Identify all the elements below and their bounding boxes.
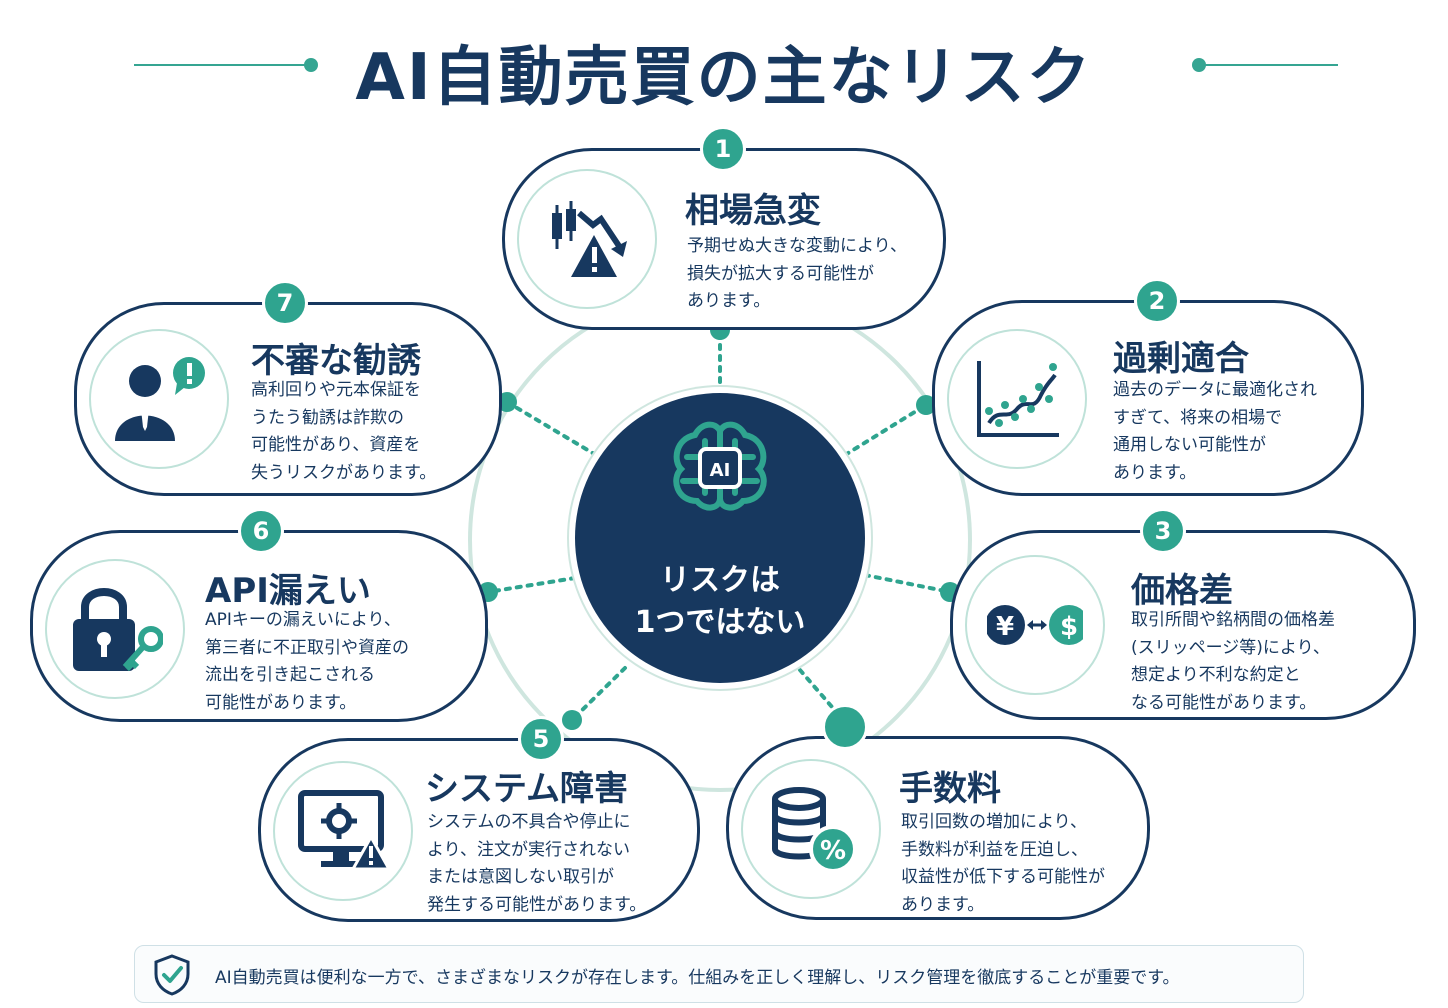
chart-down-warning-icon	[552, 201, 627, 277]
ai-chip-text: AI	[710, 460, 731, 481]
risk-number-badge-3: 3	[1140, 508, 1186, 554]
page-title: AI自動売買の主なリスク	[355, 41, 1093, 115]
risk-title: 相場急変	[685, 191, 821, 231]
risk-card-fees: % 手数料 取引回数の増加により、 手数料が利益を圧迫し、 収益性が低下する可能…	[726, 736, 1150, 920]
risk-title: 過剰適合	[1113, 339, 1249, 379]
yen-symbol: ¥	[996, 612, 1014, 642]
risk-icon-circle	[517, 169, 657, 309]
risk-desc: 取引回数の増加により、 手数料が利益を圧迫し、 収益性が低下する可能性が ありま…	[901, 812, 1105, 915]
percent-symbol: %	[820, 836, 846, 866]
risk-number-badge-7: 7	[262, 280, 308, 326]
risk-desc: システムの不具合や停止に より、注文が実行されない または意図しない取引が 発生…	[427, 812, 647, 915]
risk-card-system-failure: システム障害 システムの不具合や停止に より、注文が実行されない または意図しな…	[258, 738, 700, 922]
title-deco-dot-left	[304, 58, 318, 72]
risk-title: 手数料	[899, 769, 1001, 809]
risk-title: システム障害	[425, 769, 628, 809]
risk-desc: 過去のデータに最適化され すぎて、将来の相場で 通用しない可能性が あります。	[1113, 380, 1317, 483]
risk-desc: 予期せぬ大きな変動により、 損失が拡大する可能性が あります。	[687, 236, 907, 311]
risk-title: 不審な勧誘	[251, 341, 421, 381]
connector-2	[843, 403, 928, 457]
risk-card-market-crash: 相場急変 予期せぬ大きな変動により、 損失が拡大する可能性が あります。	[502, 148, 946, 330]
connector-3	[863, 573, 952, 594]
connector-dot-5	[562, 710, 582, 730]
dollar-symbol: $	[1060, 612, 1078, 642]
risk-icon-circle: %	[741, 759, 881, 899]
center-label-line2: 1つではない	[634, 605, 806, 640]
connector-7	[505, 400, 598, 457]
footer-note: AI自動売買は便利な一方で、さまざまなリスクが存在します。仕組みを正しく理解し、…	[134, 945, 1304, 1003]
connector-dot-7	[497, 392, 517, 412]
risk-number-badge-6: 6	[238, 508, 284, 554]
risk-icon-circle: ¥ $	[965, 555, 1105, 695]
connector-5	[570, 666, 627, 722]
risk-card-overfitting: 過剰適合 過去のデータに最適化され すぎて、将来の相場で 通用しない可能性が あ…	[932, 300, 1364, 496]
connector-dot-2	[916, 395, 936, 415]
title-deco-dot-right	[1192, 58, 1206, 72]
risk-icon-circle	[947, 329, 1087, 469]
shield-check-icon	[154, 954, 190, 996]
risk-icon-circle	[89, 329, 229, 469]
risk-icon-circle	[273, 761, 413, 901]
risk-number-badge-5: 5	[518, 716, 564, 762]
risk-number-badge-4	[822, 704, 868, 750]
risk-desc: APIキーの漏えいにより、 第三者に不正取引や資産の 流出を引き起こされる 可能…	[205, 610, 409, 713]
connector-6	[486, 576, 577, 594]
risk-title: 価格差	[1131, 571, 1233, 611]
risk-card-price-gap: ¥ $ 価格差 取引所間や銘柄間の価格差 (スリッページ等)により、 想定より不…	[950, 530, 1416, 720]
risk-icon-circle	[45, 559, 185, 699]
center-label-line1: リスクは	[660, 563, 780, 598]
padlock-key-icon	[73, 588, 163, 672]
risk-card-suspicious-solicitation: 不審な勧誘 高利回りや元本保証を うたう勧誘は詐欺の 可能性があり、資産を 失う…	[74, 302, 502, 496]
yen-dollar-exchange-icon: ¥ $	[987, 605, 1083, 645]
monitor-gear-warning-icon	[298, 790, 391, 871]
ai-brain-icon: AI	[673, 421, 767, 511]
title-deco-line-left	[134, 64, 310, 66]
title-deco-line-right	[1204, 64, 1338, 66]
person-alert-icon	[115, 357, 205, 441]
risk-number-badge-2: 2	[1134, 278, 1180, 324]
overfit-chart-icon	[977, 361, 1059, 437]
footer-text: AI自動売買は便利な一方で、さまざまなリスクが存在します。仕組みを正しく理解し、…	[215, 968, 1180, 988]
risk-desc: 高利回りや元本保証を うたう勧誘は詐欺の 可能性があり、資産を 失うリスクがあり…	[251, 380, 437, 483]
center-circle: AI リスクは 1つではない	[575, 393, 865, 683]
coins-percent-icon: %	[772, 787, 857, 873]
risk-number-badge-1: 1	[700, 126, 746, 172]
risk-title: API漏えい	[205, 571, 371, 611]
risk-card-api-leak: API漏えい APIキーの漏えいにより、 第三者に不正取引や資産の 流出を引き起…	[30, 530, 488, 722]
risk-desc: 取引所間や銘柄間の価格差 (スリッページ等)により、 想定より不利な約定と なる…	[1131, 610, 1335, 713]
